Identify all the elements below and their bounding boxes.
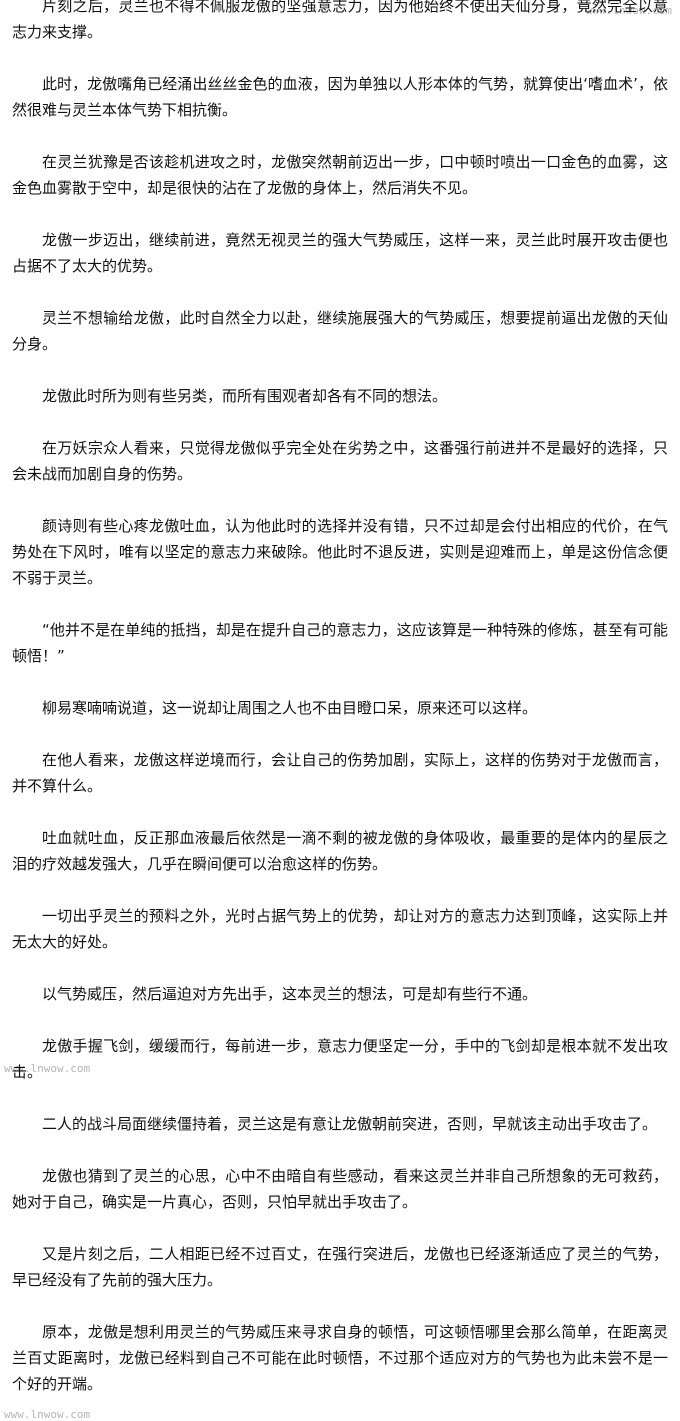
paragraph: 柳易寒喃喃说道，这一说却让周围之人也不由目瞪口呆，原来还可以这样。 bbox=[42, 699, 538, 717]
paragraph: 吐血就吐血，反正那血液最后依然是一滴不剩的被龙傲的身体吸收，最重要的是体内的星辰… bbox=[12, 829, 668, 873]
paragraph: 灵兰不想输给龙傲，此时自然全力以赴，继续施展强大的气势威压，想要提前逼出龙傲的天… bbox=[12, 309, 668, 353]
paragraph: 在万妖宗众人看来，只觉得龙傲似乎完全处在劣势之中，这番强行前进并不是最好的选择，… bbox=[12, 439, 668, 483]
watermark-bottom-left: www.lnwow.com bbox=[4, 1408, 91, 1421]
paragraph: 龙傲此时所为则有些另类，而所有围观者却各有不同的想法。 bbox=[42, 387, 448, 405]
paragraph: 龙傲一步迈出，继续前进，竟然无视灵兰的强大气势威压，这样一来，灵兰此时展开攻击便… bbox=[12, 231, 668, 275]
paragraph: 又是片刻之后，二人相距已经不过百丈，在强行突进后，龙傲也已经逐渐适应了灵兰的气势… bbox=[12, 1245, 668, 1289]
paragraph: 原本，龙傲是想利用灵兰的气势威压来寻求自身的顿悟，可这顿悟哪里会那么简单，在距离… bbox=[12, 1323, 668, 1393]
paragraph: 此时，龙傲嘴角已经涌出丝丝金色的血液，因为单独以人形本体的气势，就算使出‘嗜血术… bbox=[12, 75, 668, 119]
paragraph: “他并不是在单纯的抵挡，却是在提升自己的意志力，这应该算是一种特殊的修炼，甚至有… bbox=[12, 621, 668, 665]
watermark-left-mid: www.lnwow.com bbox=[4, 1062, 91, 1075]
article-body: 片刻之后，灵兰也不得不佩服龙傲的坚强意志力，因为他始终不使出天仙分身，竟然完全以… bbox=[12, 0, 668, 1421]
paragraph: 二人的战斗局面继续僵持着，灵兰这是有意让龙傲朝前突进，否则，早就该主动出手攻击了… bbox=[42, 1115, 658, 1133]
paragraph: 龙傲手握飞剑，缓缓而行，每前进一步，意志力便坚定一分，手中的飞剑却是根本就不发出… bbox=[12, 1037, 668, 1081]
paragraph: 一切出乎灵兰的预料之外，光时占据气势上的优势，却让对方的意志力达到顶峰，这实际上… bbox=[12, 907, 668, 951]
paragraph: 在他人看来，龙傲这样逆境而行，会让自己的伤势加剧，实际上，这样的伤势对于龙傲而言… bbox=[12, 751, 668, 795]
paragraph: 以气势威压，然后逼迫对方先出手，这本灵兰的想法，可是却有些行不通。 bbox=[42, 985, 538, 1003]
paragraph: 在灵兰犹豫是否该趁机进攻之时，龙傲突然朝前迈出一步，口中顿时喷出一口金色的血雾，… bbox=[12, 153, 668, 197]
paragraph: 龙傲也猜到了灵兰的心思，心中不由暗自有些感动，看来这灵兰并非自己所想象的无可救药… bbox=[12, 1167, 668, 1211]
paragraph: 颜诗则有些心疼龙傲吐血，认为他此时的选择并没有错，只不过却是会付出相应的代价，在… bbox=[12, 517, 668, 587]
watermark-top-right: www.lnwow.com bbox=[585, 4, 672, 17]
paragraph: 片刻之后，灵兰也不得不佩服龙傲的坚强意志力，因为他始终不使出天仙分身，竟然完全以… bbox=[12, 0, 668, 41]
